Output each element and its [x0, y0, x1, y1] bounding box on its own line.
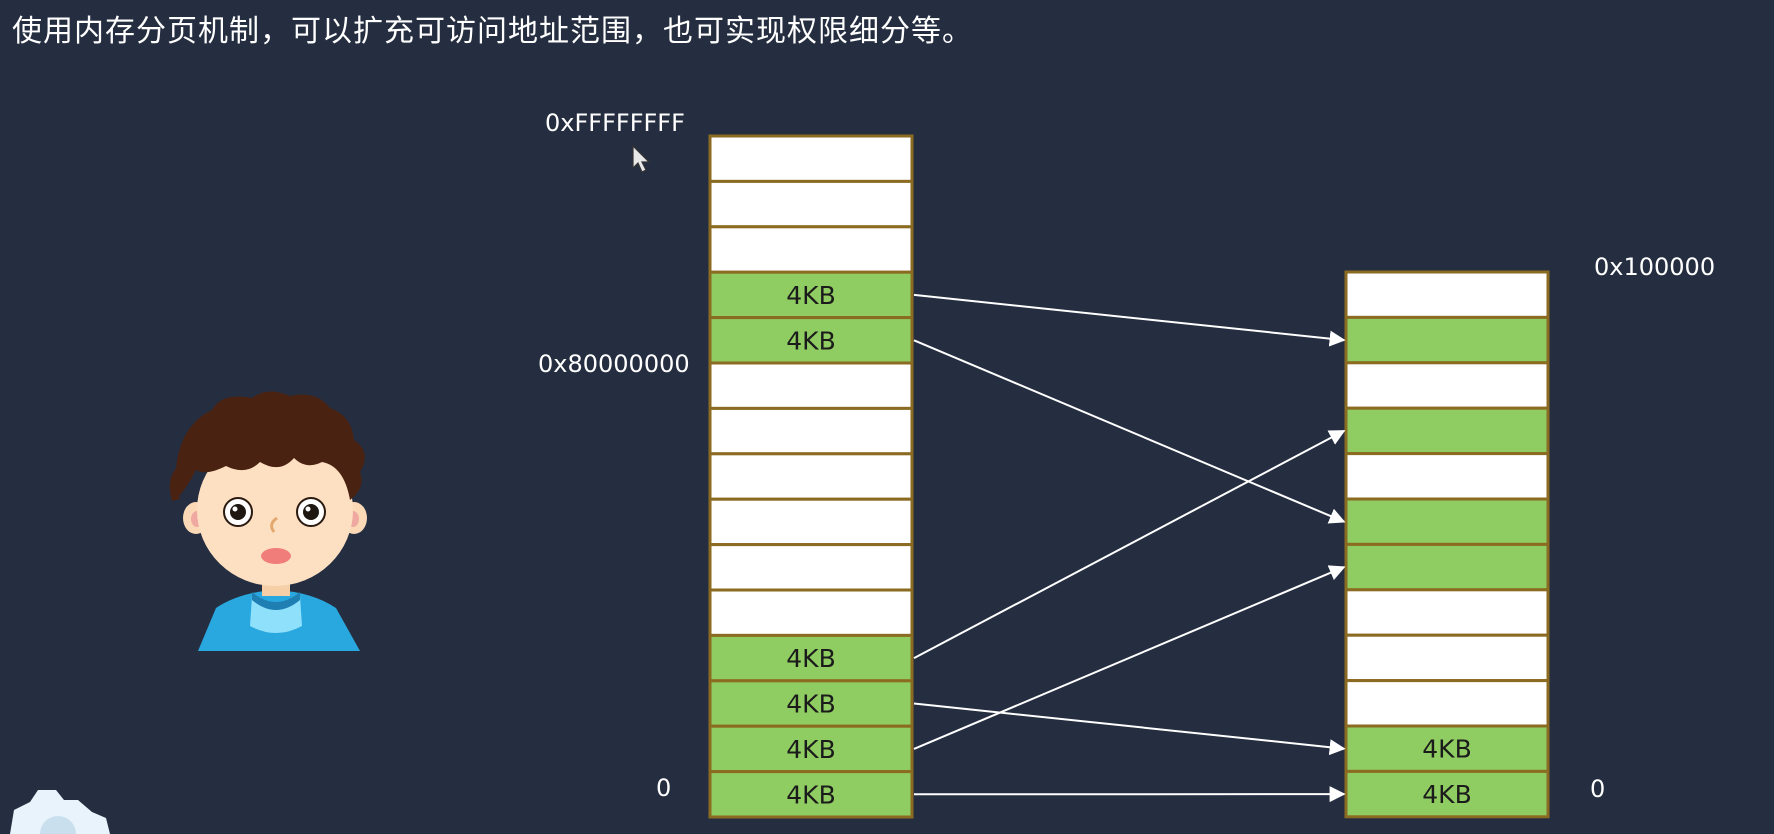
physical-page-10 — [1344, 724, 1550, 773]
physical-page-label-11: 4KB — [1422, 780, 1471, 809]
virtual-page-6 — [708, 406, 914, 456]
virtual-page-4 — [708, 316, 914, 365]
physical-memory: 4KB 4KB — [1344, 270, 1550, 819]
mapping-arrow-2 — [913, 430, 1346, 659]
virtual-mid-address: 0x80000000 — [538, 350, 690, 378]
mapping-arrow-4 — [913, 565, 1346, 750]
virtual-page-14 — [708, 770, 914, 819]
physical-page-5 — [1344, 497, 1550, 546]
gear-icon — [10, 790, 110, 834]
physical-page-2 — [1344, 361, 1550, 410]
virtual-page-label-13: 4KB — [786, 735, 835, 764]
virtual-page-label-11: 4KB — [786, 644, 835, 673]
virtual-top-address: 0xFFFFFFFF — [545, 109, 685, 137]
virtual-page-3 — [708, 270, 914, 320]
virtual-page-5 — [708, 361, 914, 410]
virtual-page-label-14: 4KB — [786, 780, 835, 809]
physical-page-0 — [1344, 270, 1550, 319]
physical-page-label-10: 4KB — [1422, 735, 1471, 764]
physical-page-7 — [1344, 588, 1550, 637]
virtual-page-9 — [708, 543, 914, 592]
virtual-bottom-address: 0 — [656, 774, 671, 802]
physical-page-8 — [1344, 633, 1550, 683]
mouse-cursor-icon — [632, 144, 651, 173]
virtual-page-label-12: 4KB — [786, 690, 835, 719]
virtual-page-2 — [708, 225, 914, 274]
physical-page-9 — [1344, 679, 1550, 728]
virtual-page-label-3: 4KB — [786, 281, 835, 310]
slide-heading: 使用内存分页机制，可以扩充可访问地址范围，也可实现权限细分等。 — [12, 14, 973, 49]
virtual-page-11 — [708, 633, 914, 683]
virtual-page-10 — [708, 588, 914, 637]
physical-page-6 — [1344, 542, 1550, 592]
page-mappings — [913, 293, 1346, 803]
physical-page-11 — [1344, 769, 1550, 819]
virtual-page-0 — [708, 134, 914, 183]
boy-avatar-icon — [169, 391, 367, 651]
virtual-page-1 — [708, 179, 914, 229]
physical-page-1 — [1344, 315, 1550, 365]
virtual-page-8 — [708, 497, 914, 547]
physical-top-address: 0x100000 — [1594, 253, 1715, 281]
mapping-arrow-3 — [913, 702, 1346, 756]
mapping-arrow-1 — [913, 339, 1346, 524]
physical-page-4 — [1344, 452, 1550, 501]
virtual-page-label-4: 4KB — [786, 326, 835, 355]
mapping-arrow-0 — [913, 293, 1346, 347]
virtual-address-space: 4KB 4KB 4KB 4KB 4KB 4KB — [708, 134, 914, 819]
physical-page-3 — [1344, 406, 1550, 456]
physical-bottom-address: 0 — [1590, 775, 1605, 803]
virtual-page-7 — [708, 452, 914, 501]
